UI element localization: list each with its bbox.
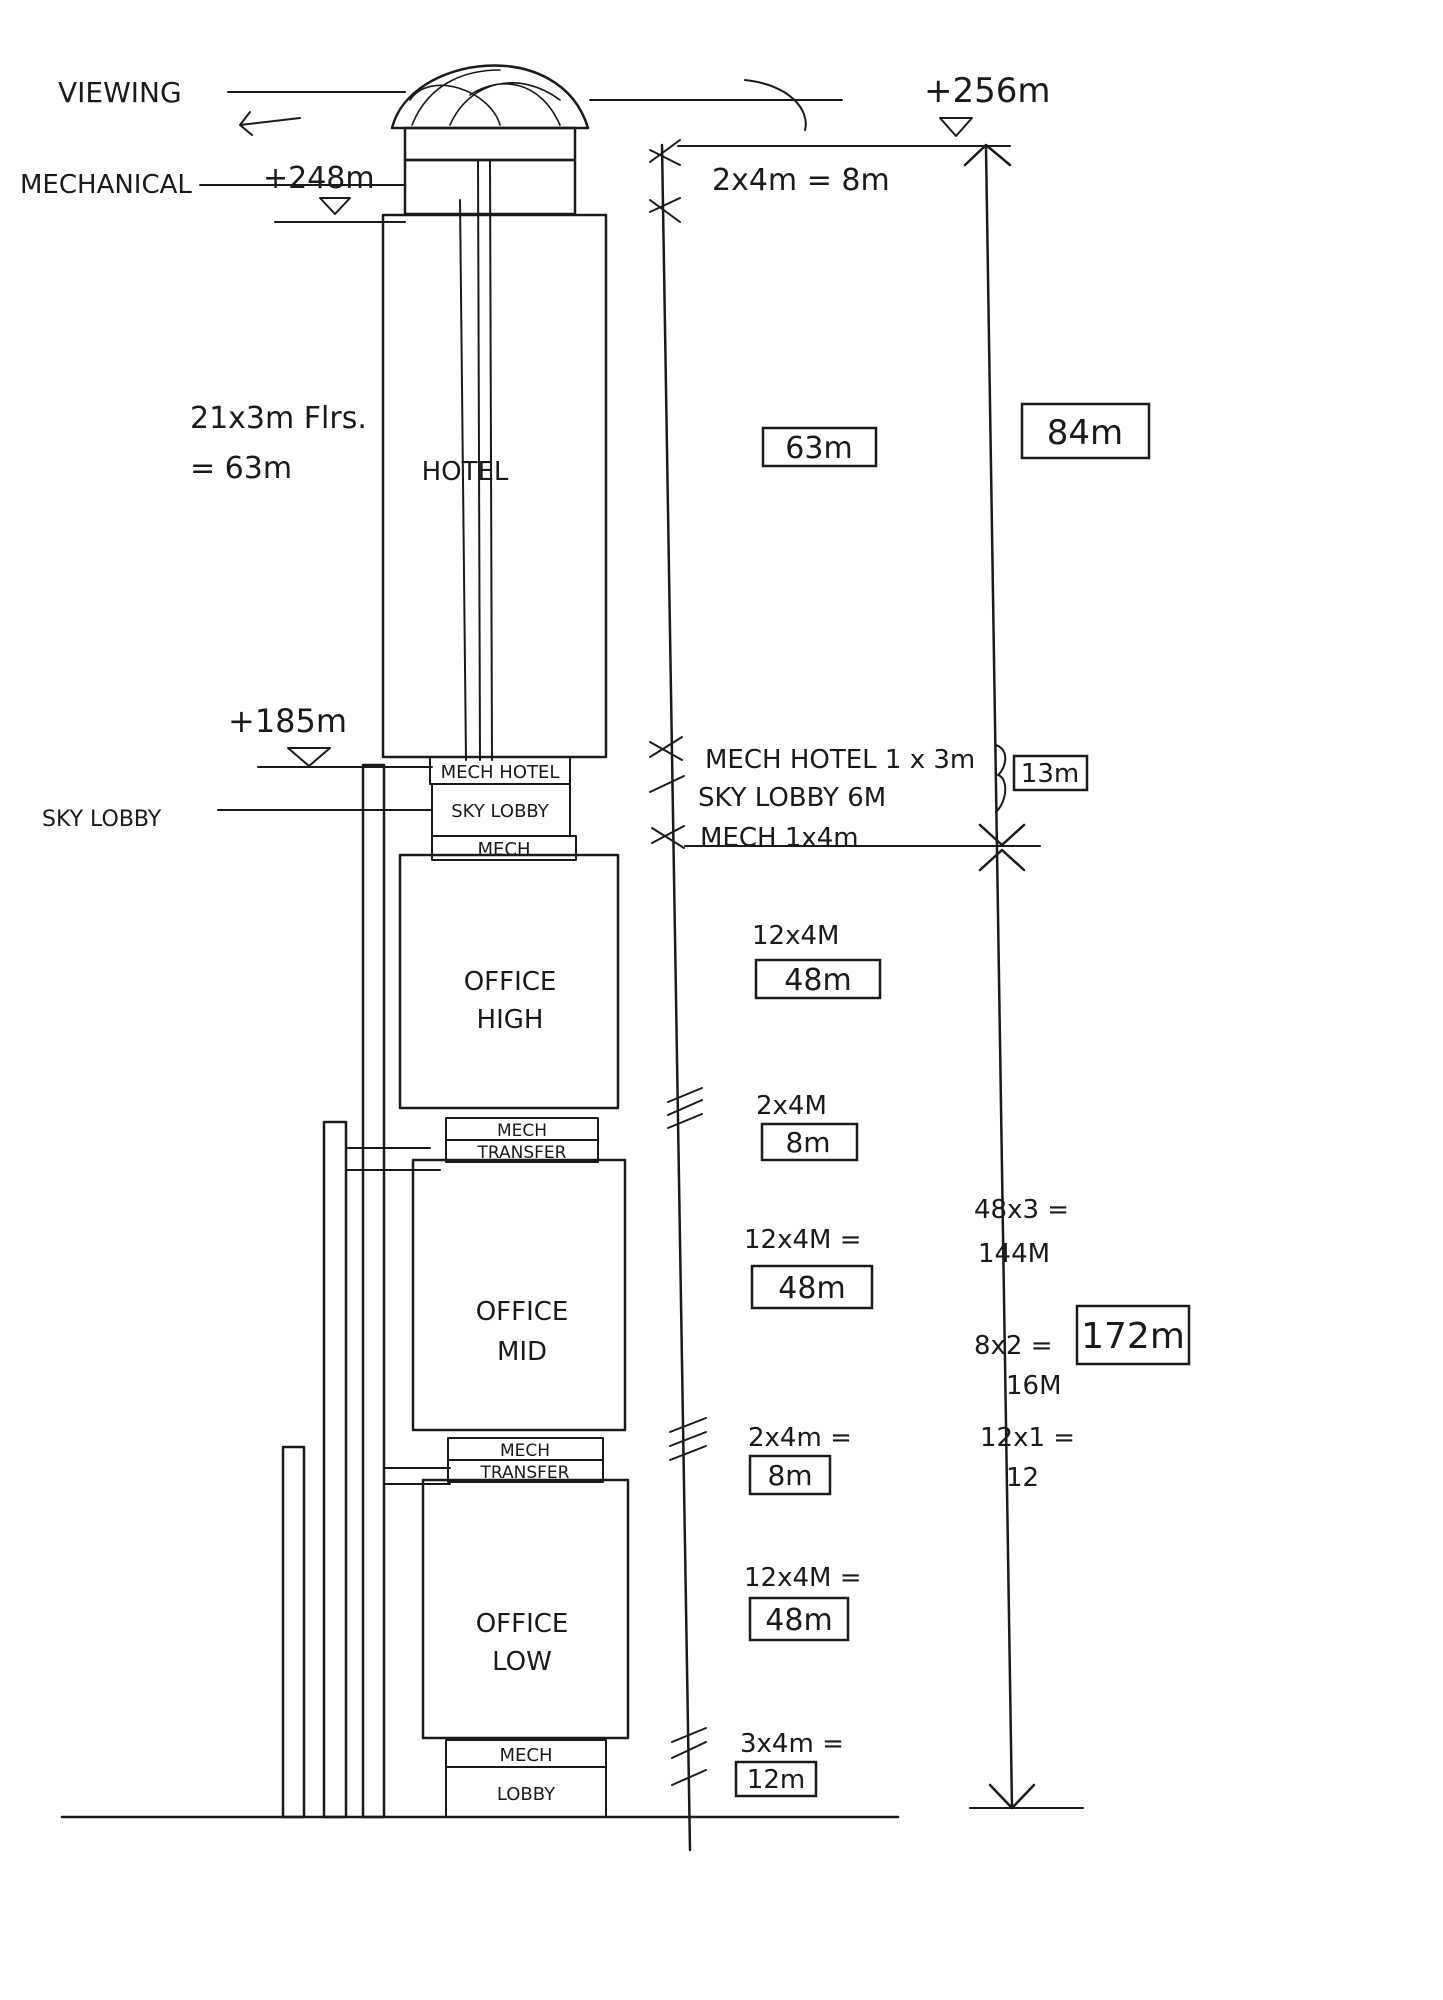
hotel-total-value: 63m xyxy=(785,431,852,466)
mech-floor-1-label: MECH xyxy=(477,839,530,860)
office-high-total-box xyxy=(754,958,882,1000)
office-mid-calc: 12x4M = xyxy=(744,1225,862,1255)
viewing-label: VIEWING xyxy=(58,76,182,109)
upper-mech-total-value: 13m xyxy=(1021,759,1079,789)
sky-lobby-annotation: SKY LOBBY 6M xyxy=(698,783,886,813)
lobby-calc: 3x4m = xyxy=(740,1729,844,1759)
sky-lobby-label: SKY LOBBY xyxy=(451,801,550,822)
office-low-total-box xyxy=(748,1596,850,1642)
level-185-marker xyxy=(287,747,331,767)
office-high-label-2: HIGH xyxy=(477,1005,544,1035)
upper-total-value: 84m xyxy=(1047,413,1123,453)
outer-dim-arrow-top xyxy=(963,143,1012,167)
transfer-1-total-value: 8m xyxy=(785,1126,830,1159)
level-top-label: +256m xyxy=(924,71,1051,111)
hotel-total-box xyxy=(761,426,878,468)
office-mid-total-box xyxy=(750,1264,874,1310)
mid-rise-elevator-shaft xyxy=(322,1120,348,1819)
office-mid-label-2: MID xyxy=(497,1337,547,1367)
hotel-floors-total: = 63m xyxy=(190,451,292,486)
calc-1a: 48x3 = xyxy=(974,1195,1069,1225)
calc-2b: 16M xyxy=(1006,1371,1062,1401)
mechanical-label: MECHANICAL xyxy=(20,170,192,200)
inner-dimension-line xyxy=(660,143,692,1852)
calc-1b: 144M xyxy=(978,1239,1050,1269)
hotel-core-line-2 xyxy=(477,159,481,761)
mech-floor-4-label: MECH xyxy=(499,1745,552,1766)
office-high-block xyxy=(398,853,620,1110)
lower-total-box xyxy=(1075,1304,1191,1366)
transfer-floor-1 xyxy=(445,1139,599,1163)
transfer-floor-2-label: TRANSFER xyxy=(480,1463,570,1483)
office-high-total-value: 48m xyxy=(784,963,851,998)
mech-floor-2-label: MECH xyxy=(497,1121,547,1141)
office-high-calc: 12x4M xyxy=(752,921,839,951)
sky-lobby-side-label: SKY LOBBY xyxy=(42,807,162,832)
rooftop-mech-cap xyxy=(403,126,577,162)
inner-dimension-ticks xyxy=(649,139,707,1786)
office-mid-label-1: OFFICE xyxy=(476,1297,569,1327)
hotel-core-line-3 xyxy=(489,159,493,761)
hotel-floors-label: 21x3m Flrs. xyxy=(190,401,367,436)
office-low-block xyxy=(421,1478,630,1740)
lobby-total-value: 12m xyxy=(747,1765,805,1795)
upper-mech-brace xyxy=(995,744,1007,813)
viewing-dome xyxy=(390,64,590,130)
mech-1-annotation: MECH 1x4m xyxy=(700,823,859,853)
outer-dim-arrow-mid2 xyxy=(978,848,1026,872)
lobby-total-box xyxy=(734,1760,818,1798)
office-low-label-2: LOW xyxy=(492,1647,552,1677)
hotel-label: HOTEL xyxy=(422,457,509,487)
level-248-label: +248m xyxy=(263,161,375,196)
office-mid-block xyxy=(411,1158,627,1432)
high-rise-elevator-shaft xyxy=(361,763,386,1819)
hotel-core-line-1 xyxy=(459,199,467,761)
level-185-label: +185m xyxy=(228,702,347,740)
mech-hotel-annotation: MECH HOTEL 1 x 3m xyxy=(705,745,975,775)
office-low-label-1: OFFICE xyxy=(476,1609,569,1639)
viewing-arrow xyxy=(239,111,301,136)
level-top-marker xyxy=(939,117,973,137)
upper-total-box xyxy=(1020,402,1151,460)
mech-floor-3-label: MECH xyxy=(500,1441,550,1461)
office-high-label-1: OFFICE xyxy=(464,967,557,997)
low-rise-elevator-shaft xyxy=(281,1445,306,1819)
lower-total-value: 172m xyxy=(1081,1316,1185,1357)
transfer-2-calc: 2x4m = xyxy=(748,1423,852,1453)
calc-2a: 8x2 = xyxy=(974,1331,1053,1361)
lobby-label: LOBBY xyxy=(497,1784,556,1805)
top-mech-annotation: 2x4m = 8m xyxy=(712,163,890,198)
transfer-floor-1-label: TRANSFER xyxy=(477,1143,567,1163)
transfer-2-total-box xyxy=(748,1454,832,1496)
office-low-calc: 12x4M = xyxy=(744,1563,862,1593)
office-low-total-value: 48m xyxy=(765,1603,832,1638)
outer-dimension-line xyxy=(984,146,1014,1810)
office-mid-total-value: 48m xyxy=(778,1271,845,1306)
outer-dim-arrow-mid xyxy=(978,823,1026,847)
calc-3a: 12x1 = xyxy=(980,1423,1075,1453)
transfer-1-total-box xyxy=(760,1122,859,1162)
mech-hotel-label: MECH HOTEL xyxy=(441,762,560,783)
dome-frame-lines xyxy=(409,69,561,126)
transfer-1-calc: 2x4M xyxy=(756,1091,827,1121)
level-248-marker xyxy=(319,197,351,215)
transfer-floor-2 xyxy=(447,1459,604,1483)
transfer-2-total-value: 8m xyxy=(767,1459,812,1492)
calc-3b: 12 xyxy=(1006,1463,1039,1493)
upper-mech-total-box xyxy=(1012,754,1089,792)
mech-floor-1 xyxy=(431,835,577,861)
rotation-arrow xyxy=(744,79,807,131)
